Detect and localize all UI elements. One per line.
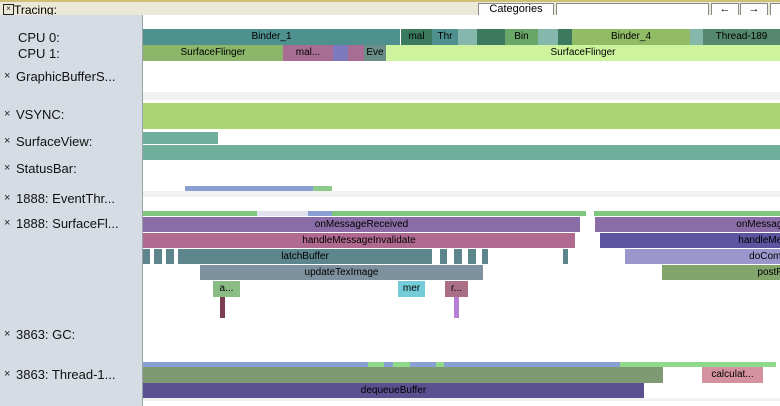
trace-slice[interactable]: [313, 186, 332, 191]
trace-slice-onmessagereceived[interactable]: onMessageReceived: [595, 217, 780, 232]
close-track-icon-graphicbuffer[interactable]: ×: [4, 70, 11, 82]
trace-slice[interactable]: [308, 211, 332, 216]
trace-slice[interactable]: [143, 132, 218, 144]
trace-slice[interactable]: [348, 45, 364, 61]
trace-slice[interactable]: [558, 29, 572, 45]
sidebar-row-graphicbuffer: × GraphicBufferS...: [0, 69, 142, 85]
trace-slice-latchbuffer[interactable]: latchBuffer: [178, 249, 432, 264]
trace-slice[interactable]: [257, 211, 308, 216]
track-label: SurfaceView:: [16, 134, 93, 149]
trace-slice-surfaceflinger[interactable]: SurfaceFlinger: [143, 45, 283, 61]
sidebar-row-3863-thread-1: × 3863: Thread-1...: [0, 367, 142, 383]
trace-slice[interactable]: [143, 103, 780, 129]
trace-slice-bin[interactable]: Bin: [505, 29, 538, 45]
trace-slice-binder-4[interactable]: Binder_4: [572, 29, 690, 45]
close-track-icon-3863-thread-1[interactable]: ×: [4, 368, 11, 380]
trace-slice-eve[interactable]: Eve: [364, 45, 386, 61]
close-track-icon-vsync[interactable]: ×: [4, 108, 11, 120]
track-label: VSYNC:: [16, 107, 65, 122]
trace-slice-binder-1[interactable]: Binder_1: [143, 29, 400, 45]
top-toolbar: × Tracing: Categories ← → ?: [0, 0, 780, 17]
trace-slice-handlemessageinvalidate[interactable]: handleMessageInvalidate: [143, 233, 575, 248]
trace-slice-postframebuffer[interactable]: postFramebuffer: [662, 265, 780, 280]
track-label: 3863: GC:: [16, 327, 76, 342]
trace-slice[interactable]: [143, 367, 663, 383]
trace-slice[interactable]: [620, 362, 776, 367]
track-label: CPU 0:: [18, 30, 60, 45]
window-title: Tracing:: [14, 3, 57, 17]
trace-slice[interactable]: [143, 145, 780, 160]
trace-slice[interactable]: [482, 249, 488, 264]
track-separator-band: [143, 92, 780, 100]
track-label: GraphicBufferS...: [16, 69, 116, 84]
filter-input[interactable]: [556, 3, 709, 16]
track-label-sidebar: CPU 0:CPU 1: × GraphicBufferS... × VSYNC: × Su…: [0, 15, 143, 406]
close-track-icon-statusbar[interactable]: ×: [4, 162, 11, 174]
track-separator-band: [143, 191, 780, 197]
trace-slice[interactable]: [458, 29, 477, 45]
trace-slice[interactable]: [468, 249, 476, 264]
trace-slice-mal[interactable]: mal...: [283, 45, 333, 61]
sidebar-row-statusbar: × StatusBar:: [0, 161, 142, 177]
trace-slice[interactable]: [143, 211, 257, 216]
sidebar-row-vsync: × VSYNC:: [0, 107, 142, 123]
trace-slice[interactable]: [143, 362, 368, 367]
sidebar-row-cpu-1: CPU 1:: [0, 46, 142, 62]
trace-slice-a[interactable]: a...: [213, 281, 240, 297]
trace-slice-handlemessageinvalidate[interactable]: handleMessageInvalidate: [600, 233, 780, 248]
trace-slice[interactable]: [332, 211, 586, 216]
trace-slice[interactable]: [185, 186, 313, 191]
trace-slice-updateteximage[interactable]: updateTexImage: [200, 265, 483, 280]
trace-slice-r[interactable]: r...: [445, 281, 468, 297]
trace-slice-dequeuebuffer[interactable]: dequeueBuffer: [143, 383, 644, 398]
trace-slice[interactable]: [154, 249, 162, 264]
trace-slice-onmessagereceived[interactable]: onMessageReceived: [143, 217, 580, 232]
sidebar-row-1888-surfacefl: × 1888: SurfaceFl...: [0, 216, 142, 232]
trace-slice[interactable]: [166, 249, 174, 264]
trace-slice[interactable]: [410, 362, 436, 367]
track-label: 1888: SurfaceFl...: [16, 216, 119, 231]
track-label: CPU 1:: [18, 46, 60, 61]
trace-slice[interactable]: [143, 249, 150, 264]
trace-slice[interactable]: [440, 249, 447, 264]
trace-slice-thr[interactable]: Thr: [432, 29, 458, 45]
trace-slice[interactable]: [444, 362, 620, 367]
track-separator-band: [143, 398, 780, 401]
trace-slice-mer[interactable]: mer: [398, 281, 425, 297]
trace-slice[interactable]: [384, 362, 393, 367]
close-track-icon-1888-surfacefl[interactable]: ×: [4, 217, 11, 229]
trace-slice[interactable]: [477, 29, 505, 45]
trace-slice[interactable]: [368, 362, 384, 367]
trace-slice-docomposition[interactable]: doComposition: [625, 249, 780, 264]
track-label: StatusBar:: [16, 161, 77, 176]
track-label: 3863: Thread-1...: [16, 367, 116, 382]
trace-slice-mal[interactable]: mal: [401, 29, 432, 45]
trace-slice[interactable]: [690, 29, 703, 45]
trace-slice[interactable]: [220, 297, 225, 318]
trace-slice-thread-189[interactable]: Thread-189: [703, 29, 780, 45]
trace-slice[interactable]: [454, 297, 459, 318]
app-icon: ×: [3, 4, 14, 15]
trace-slice-surfaceflinger[interactable]: SurfaceFlinger: [386, 45, 780, 61]
trace-slice[interactable]: [333, 45, 348, 61]
sidebar-row-1888-eventthread: × 1888: EventThr...: [0, 191, 142, 207]
close-track-icon-surfaceview[interactable]: ×: [4, 135, 11, 147]
close-track-icon-1888-eventthread[interactable]: ×: [4, 192, 11, 204]
trace-slice[interactable]: [436, 362, 444, 367]
trace-slice[interactable]: [538, 29, 558, 45]
trace-slice[interactable]: [594, 211, 780, 216]
sidebar-row-3863-gc: × 3863: GC:: [0, 327, 142, 343]
trace-slice[interactable]: [454, 249, 462, 264]
close-track-icon-3863-gc[interactable]: ×: [4, 328, 11, 340]
sidebar-row-surfaceview: × SurfaceView:: [0, 134, 142, 150]
trace-slice[interactable]: [563, 249, 568, 264]
track-label: 1888: EventThr...: [16, 191, 116, 206]
sidebar-row-cpu-0: CPU 0:: [0, 30, 142, 46]
trace-slice-calculat[interactable]: calculat...: [702, 367, 763, 383]
trace-slice[interactable]: [393, 362, 410, 367]
